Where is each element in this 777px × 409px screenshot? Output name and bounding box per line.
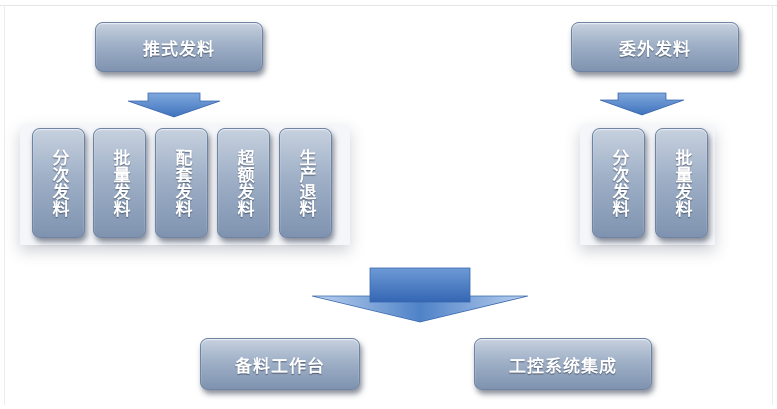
left-card-kit-issue: 配套发料 xyxy=(155,128,208,238)
left-down-arrow xyxy=(127,92,221,118)
right-card-partial-issue: 分次发料 xyxy=(592,128,645,238)
frame-border-right xyxy=(772,5,773,405)
big-down-arrow xyxy=(311,267,529,323)
right-card-batch-issue: 批量发料 xyxy=(655,128,708,238)
push-issue-header: 推式发料 xyxy=(95,22,263,72)
frame-border-top xyxy=(0,5,777,6)
left-card-excess-issue: 超额发料 xyxy=(217,128,270,238)
left-card-partial-issue: 分次发料 xyxy=(32,128,85,238)
frame-border-left xyxy=(4,5,5,405)
right-down-arrow xyxy=(599,92,685,116)
industrial-control-integration-box: 工控系统集成 xyxy=(474,338,652,390)
material-prep-workbench-box: 备料工作台 xyxy=(200,338,360,390)
left-card-batch-issue: 批量发料 xyxy=(93,128,146,238)
outsource-issue-header: 委外发料 xyxy=(571,22,739,72)
left-card-production-return: 生产退料 xyxy=(279,128,332,238)
